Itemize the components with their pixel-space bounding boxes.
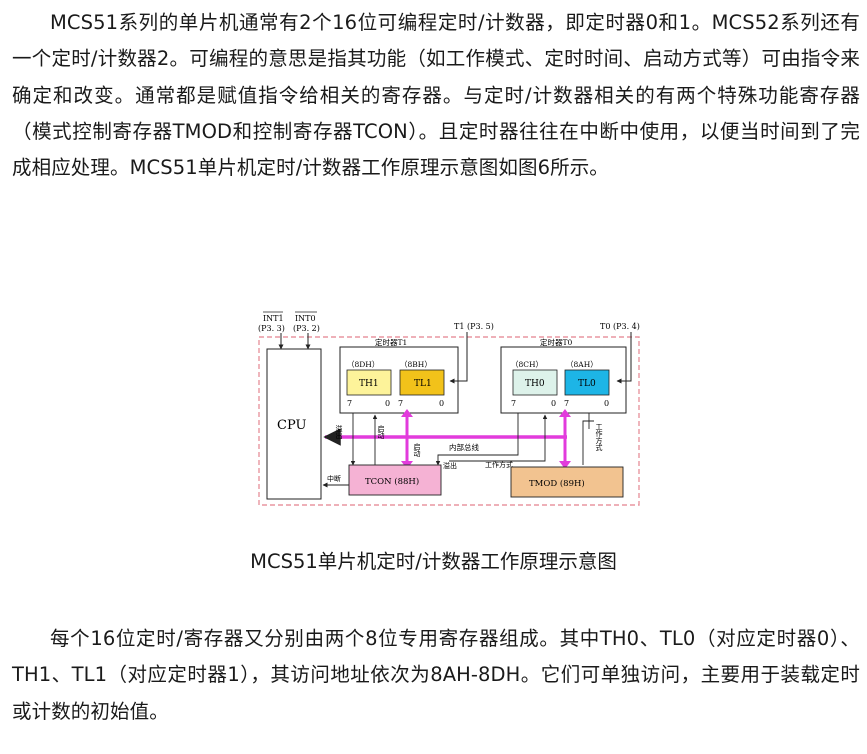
- int1-label: INT1: [263, 314, 284, 323]
- work-mode-label: 工作方式: [485, 460, 513, 469]
- th1-label: TH1: [359, 379, 379, 389]
- tl0-label: TL0: [578, 379, 596, 389]
- tl1-address: （8BH）: [400, 360, 432, 369]
- th0-label: TH0: [525, 379, 545, 389]
- outer-frame: [258, 336, 640, 506]
- t1-pin-label: T1 (P3. 5): [454, 322, 494, 331]
- th0-register: [512, 369, 558, 396]
- tl0-register: [564, 369, 610, 396]
- p32-label: (P3. 2): [293, 324, 320, 333]
- th1-bit7: 7: [347, 399, 352, 408]
- start-label-tcon: 启动: [413, 442, 421, 458]
- tl1-bit0: 0: [439, 399, 444, 408]
- cpu-box: [266, 348, 322, 500]
- interrupt-label: 中断: [327, 474, 341, 483]
- overflow-label-t0: 溢出: [443, 461, 457, 470]
- th0-bit0: 0: [551, 399, 556, 408]
- detail-paragraph: 每个16位定时/寄存器又分别由两个8位专用寄存器组成。其中TH0、TL0（对应定…: [12, 627, 860, 723]
- th1-register: [346, 369, 392, 396]
- bus-label: 内部总线: [449, 442, 479, 452]
- overflow-label-t1: 溢出: [335, 424, 343, 440]
- th0-address: （8CH）: [511, 360, 543, 369]
- intro-paragraph: MCS51系列的单片机通常有2个16位可编程定时/计数器，即定时器0和1。MCS…: [12, 11, 860, 180]
- timer-diagram: INT1 INT0 (P3. 3) (P3. 2) T1 (P3. 5) T0 …: [258, 311, 640, 506]
- timer1-title: 定时器T1: [375, 337, 407, 347]
- th1-address: （8DH）: [347, 360, 379, 369]
- tl1-bit7: 7: [398, 399, 403, 408]
- work-mode-vertical: 工作方式: [595, 423, 603, 451]
- timer0-title: 定时器T0: [540, 337, 573, 347]
- tl1-label: TL1: [414, 379, 432, 389]
- figure-caption: MCS51单片机定时/计数器工作原理示意图: [250, 550, 617, 573]
- tl1-register: [399, 369, 445, 396]
- tl0-bit7: 7: [564, 399, 569, 408]
- start-label-t1: 启动: [377, 424, 385, 440]
- th0-bit7: 7: [511, 399, 516, 408]
- tmod-register: [510, 466, 624, 498]
- p33-label: (P3. 3): [258, 324, 285, 333]
- tl0-bit0: 0: [604, 399, 609, 408]
- cpu-label: CPU: [277, 418, 306, 433]
- tcon-label: TCON (88H): [365, 476, 419, 487]
- int0-label: INT0: [295, 314, 316, 323]
- tcon-register: [348, 464, 442, 496]
- tmod-label: TMOD (89H): [529, 478, 585, 489]
- th1-bit0: 0: [385, 399, 390, 408]
- t0-pin-label: T0 (P3. 4): [600, 322, 640, 331]
- tl0-address: （8AH）: [566, 360, 598, 369]
